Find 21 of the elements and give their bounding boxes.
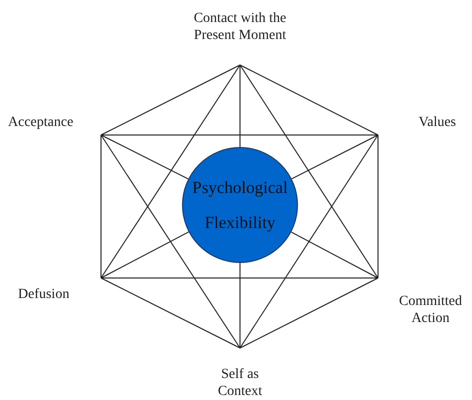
process-label: Self as Context (216, 366, 264, 400)
connector-line (100, 278, 240, 348)
connector-line (240, 64, 378, 136)
process-label: Contact with the Present Moment (192, 10, 288, 44)
connector-line (240, 134, 378, 348)
center-label: Psychological Flexibility (191, 177, 289, 234)
connector-line (100, 231, 190, 278)
connector-line (291, 134, 378, 180)
process-label: Defusion (18, 286, 70, 303)
process-label: Committed Action (398, 293, 463, 327)
connector-line (290, 232, 378, 278)
connector-line (240, 64, 378, 278)
connector-line (100, 134, 189, 180)
connector-line (100, 64, 240, 136)
connector-line (100, 134, 102, 278)
connector-line (100, 134, 240, 348)
process-label: Values (418, 114, 456, 131)
connector-line (240, 278, 378, 348)
process-label: Acceptance (8, 114, 74, 131)
connector-line (100, 64, 240, 278)
connector-line (100, 134, 378, 136)
